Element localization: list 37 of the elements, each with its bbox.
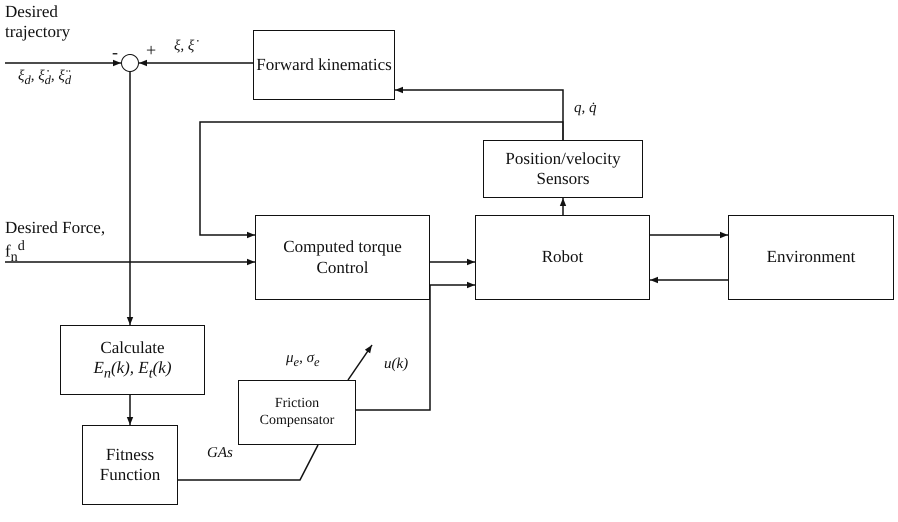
arrow (139, 60, 253, 66)
arrow (199, 121, 564, 238)
arrow (356, 282, 475, 411)
block-label: Position/velocity Sensors (504, 148, 622, 190)
edge-label: ξ, ξ̇ (172, 38, 196, 55)
block (255, 215, 430, 300)
block-label: Forward kinematics (256, 54, 392, 76)
block-label: Friction Compensator (258, 396, 336, 430)
arrow (5, 60, 121, 66)
block (238, 380, 356, 445)
block-label: Environment (766, 247, 856, 268)
summing-junction (121, 54, 139, 72)
block-label: Fitness Function (98, 444, 162, 486)
arrow (430, 258, 475, 266)
block (475, 215, 650, 300)
arrow (126, 395, 134, 425)
block-formula: E$_{n}$(k), E$_{t}$(k) (93, 358, 172, 382)
edge-label: q, q̇ (572, 100, 598, 117)
connector-line (178, 444, 319, 481)
arrow (650, 232, 728, 238)
block-label: Desired trajectory (5, 2, 72, 43)
arrow (5, 258, 255, 266)
block (253, 30, 395, 100)
sign-label: + (146, 40, 156, 61)
arrow (650, 276, 728, 284)
arrow (126, 72, 134, 325)
block-label: Computed torque Control (282, 237, 403, 278)
block-label: Robot (542, 247, 584, 268)
block (60, 325, 205, 395)
block (728, 215, 894, 300)
arrow (347, 344, 373, 380)
edge-label: u(k) (382, 356, 410, 373)
sign-label: - (112, 42, 118, 63)
arrow (560, 198, 566, 215)
block (483, 140, 643, 198)
block-label: Calculate (100, 338, 165, 358)
block (82, 425, 178, 505)
